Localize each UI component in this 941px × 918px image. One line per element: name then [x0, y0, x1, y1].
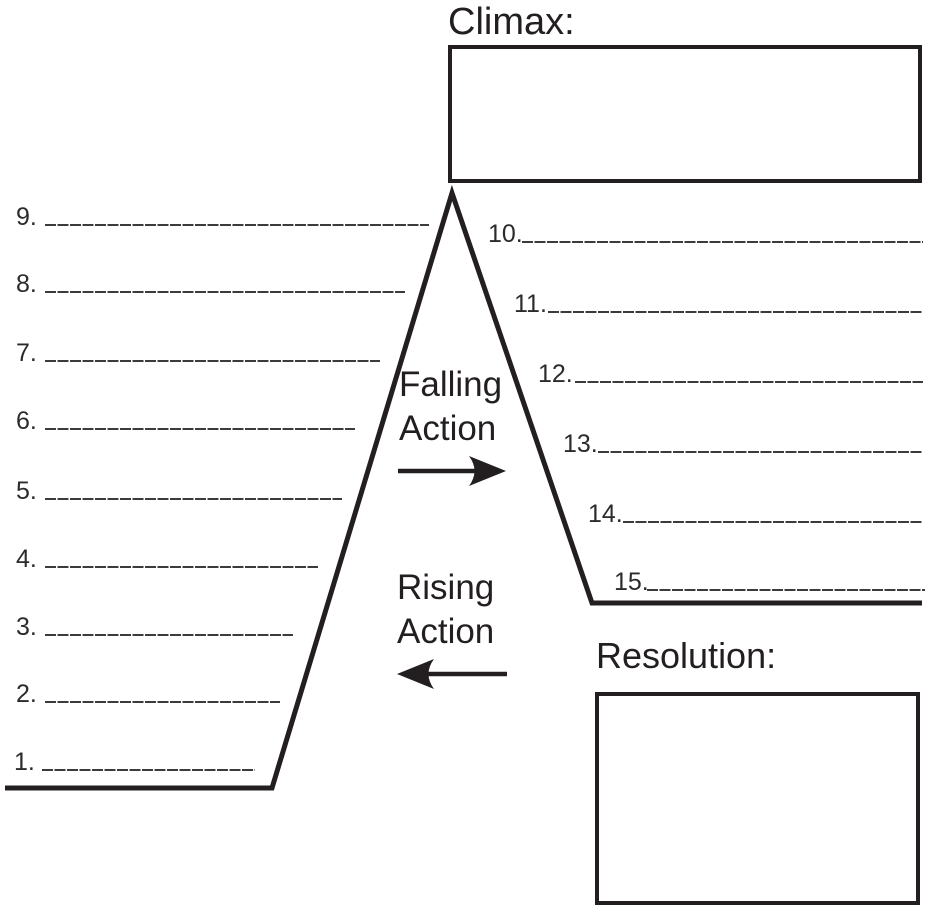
- blank-line: [45, 428, 355, 430]
- item-number: 15.: [614, 568, 649, 596]
- falling-action-line2: Action: [399, 409, 497, 448]
- blank-line: [647, 589, 925, 591]
- blank-line: [623, 521, 923, 523]
- falling-action-line1: Falling: [399, 365, 503, 404]
- climax-label: Climax:: [448, 1, 575, 43]
- blank-line: [45, 498, 342, 500]
- item-number: 7.: [16, 339, 37, 367]
- blank-line: [45, 291, 405, 293]
- rising-action-line1: Rising: [397, 568, 495, 607]
- falling-action-label: Falling Action: [399, 363, 502, 451]
- rising-action-label: Rising Action: [397, 566, 494, 654]
- rising-action-arrow-icon: [397, 659, 507, 689]
- blank-line: [45, 566, 318, 568]
- falling-action-arrow-icon: [398, 456, 506, 486]
- item-number: 14.: [588, 500, 623, 528]
- blank-line: [45, 224, 429, 226]
- item-number: 13.: [563, 430, 598, 458]
- blank-line: [45, 634, 293, 636]
- blank-line: [575, 381, 923, 383]
- item-number: 9.: [16, 203, 37, 231]
- blank-line: [45, 360, 380, 362]
- item-number: 5.: [16, 477, 37, 505]
- item-number: 8.: [16, 270, 37, 298]
- blank-line: [522, 241, 923, 243]
- item-number: 11.: [514, 290, 547, 318]
- item-number: 1.: [14, 748, 35, 776]
- blank-line: [45, 701, 280, 703]
- blank-line: [42, 769, 255, 771]
- item-number: 12.: [538, 360, 573, 388]
- item-number: 3.: [16, 613, 37, 641]
- resolution-box: [595, 692, 920, 905]
- climax-box: [448, 45, 922, 183]
- item-number: 10.: [488, 220, 523, 248]
- item-number: 4.: [16, 545, 37, 573]
- item-number: 2.: [16, 680, 37, 708]
- blank-line: [598, 451, 923, 453]
- rising-action-line2: Action: [397, 612, 495, 651]
- resolution-label: Resolution:: [596, 635, 777, 676]
- item-number: 6.: [16, 407, 37, 435]
- blank-line: [548, 311, 923, 313]
